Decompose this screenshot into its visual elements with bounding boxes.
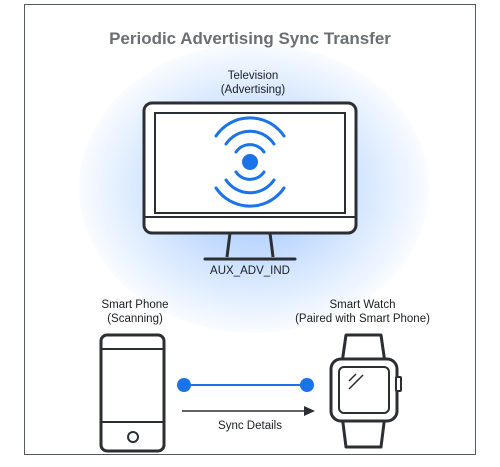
diagram-title: Periodic Advertising Sync Transfer (109, 29, 391, 48)
television-label: Television (Advertising) (173, 69, 333, 97)
smart-phone-icon (99, 333, 166, 453)
diagram-graphics (99, 101, 402, 453)
television-label-line2: (Advertising) (220, 84, 286, 96)
diagram-frame: Periodic Advertising Sync Transfer Telev… (24, 4, 476, 455)
television-icon (142, 101, 358, 261)
smart-watch-label-line2: (Paired with Smart Phone) (295, 313, 430, 325)
smart-phone-label: Smart Phone (Scanning) (70, 298, 200, 326)
sync-arrow (182, 406, 315, 416)
aux-adv-ind-label: AUX_ADV_IND (210, 265, 290, 277)
sync-details-label: Sync Details (218, 420, 282, 432)
smart-watch-icon (329, 333, 402, 449)
smart-watch-label-line1: Smart Watch (329, 299, 396, 311)
broadcast-icon (214, 116, 286, 208)
smart-phone-label-line2: (Scanning) (107, 313, 163, 325)
pairing-connection (177, 378, 314, 392)
smart-watch-label: Smart Watch (Paired with Smart Phone) (275, 298, 450, 326)
smart-phone-label-line1: Smart Phone (101, 299, 169, 311)
television-label-line1: Television (227, 70, 279, 82)
